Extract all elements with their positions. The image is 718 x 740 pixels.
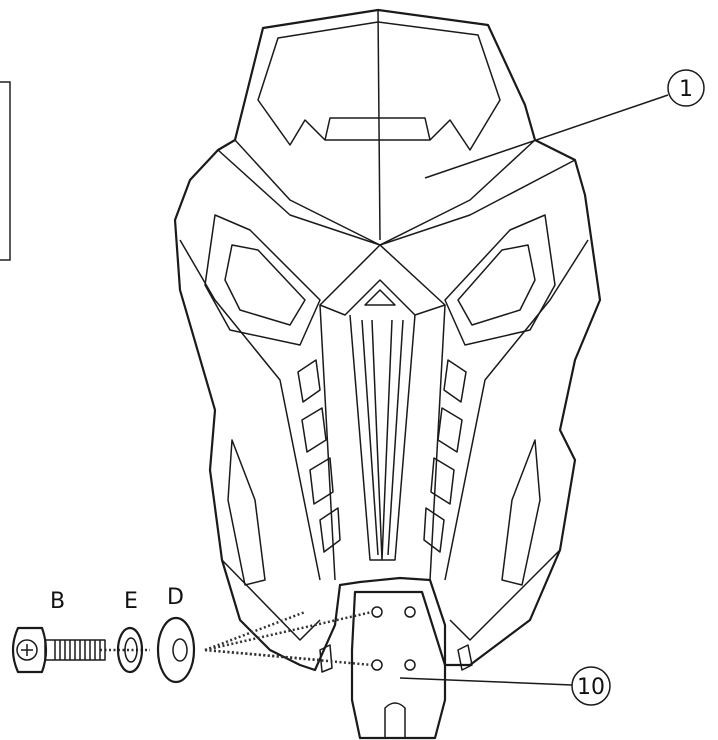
bolt-b bbox=[11, 626, 106, 674]
left-edge-frame bbox=[0, 81, 11, 261]
label-e: E bbox=[124, 589, 138, 614]
bracket-hole bbox=[371, 606, 383, 618]
callout-1-circle bbox=[667, 69, 705, 107]
callout-1: 1 bbox=[424, 69, 705, 179]
label-d: D bbox=[167, 585, 184, 610]
bracket-hole bbox=[371, 659, 383, 671]
mounting-bracket bbox=[319, 590, 473, 740]
flat-washer-d bbox=[156, 616, 196, 684]
lock-washer-e bbox=[116, 626, 144, 674]
callout-10: 10 bbox=[399, 666, 611, 706]
callout-10-circle bbox=[571, 666, 611, 706]
bracket-hole bbox=[404, 659, 416, 671]
label-b: B bbox=[50, 589, 65, 614]
skid-plate-cover bbox=[173, 8, 602, 672]
bracket-hole bbox=[404, 606, 416, 618]
callout-10-number: 10 bbox=[577, 675, 605, 700]
callout-1-number: 1 bbox=[679, 77, 693, 102]
